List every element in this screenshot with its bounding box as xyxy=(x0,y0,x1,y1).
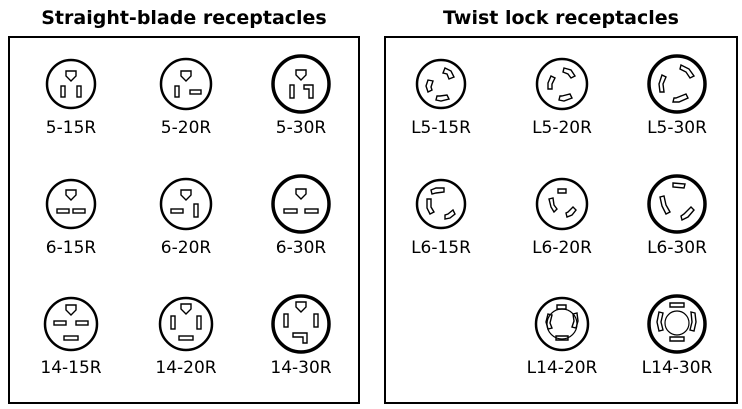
receptacle-l14-20r-icon xyxy=(534,296,590,352)
receptacle-label: 5-20R xyxy=(160,118,212,138)
receptacle-14-20r-icon xyxy=(158,296,214,352)
receptacle-label: 6-30R xyxy=(275,238,327,258)
receptacle-label: L6-15R xyxy=(411,238,471,258)
receptacle-label: 6-15R xyxy=(45,238,97,258)
receptacle-14-30r: 14-30R xyxy=(246,292,356,378)
receptacle-14-20r: 14-20R xyxy=(131,292,241,378)
receptacle-label: 14-30R xyxy=(270,358,332,378)
receptacle-label: 5-15R xyxy=(45,118,97,138)
receptacle-14-15r-icon xyxy=(43,296,99,352)
receptacle-14-30r-icon xyxy=(271,294,331,354)
receptacle-label: 5-30R xyxy=(275,118,327,138)
receptacle-l6-30r-icon xyxy=(647,174,707,234)
receptacle-label: 6-20R xyxy=(160,238,212,258)
receptacle-5-15r: 5-15R xyxy=(16,52,126,138)
receptacle-label: L5-30R xyxy=(647,118,707,138)
receptacle-l6-15r-icon xyxy=(415,178,467,230)
receptacle-l6-30r: L6-30R xyxy=(622,172,732,258)
receptacle-l5-15r: L5-15R xyxy=(386,52,496,138)
straight-blade-title: Straight-blade receptacles xyxy=(41,7,327,29)
receptacle-6-20r-icon xyxy=(159,177,213,231)
receptacle-l14-30r: L14-30R xyxy=(622,292,732,378)
receptacle-5-20r: 5-20R xyxy=(131,52,241,138)
receptacle-6-30r: 6-30R xyxy=(246,172,356,258)
receptacle-label: L5-20R xyxy=(532,118,592,138)
receptacle-label: 14-15R xyxy=(40,358,102,378)
receptacle-6-15r: 6-15R xyxy=(16,172,126,258)
straight-blade-panel: 5-15R 5-20R 5-30R 6-15R xyxy=(8,36,360,404)
receptacle-l5-20r: L5-20R xyxy=(507,52,617,138)
receptacle-l5-30r-icon xyxy=(647,54,707,114)
receptacle-label: L6-20R xyxy=(532,238,592,258)
receptacle-l14-20r: L14-20R xyxy=(507,292,617,378)
receptacle-l5-15r-icon xyxy=(415,58,467,110)
receptacle-l6-20r-icon xyxy=(535,177,589,231)
receptacle-14-15r: 14-15R xyxy=(16,292,126,378)
receptacle-6-20r: 6-20R xyxy=(131,172,241,258)
receptacle-l5-20r-icon xyxy=(535,57,589,111)
twist-lock-panel: L5-15R L5-20R L5-30R L6-15R xyxy=(384,36,738,404)
receptacle-label: L6-30R xyxy=(647,238,707,258)
receptacle-5-30r: 5-30R xyxy=(246,52,356,138)
receptacle-label: 14-20R xyxy=(155,358,217,378)
twist-lock-title: Twist lock receptacles xyxy=(443,7,679,29)
receptacle-5-30r-icon xyxy=(271,54,331,114)
receptacle-l6-20r: L6-20R xyxy=(507,172,617,258)
receptacle-5-20r-icon xyxy=(159,57,213,111)
receptacle-l5-30r: L5-30R xyxy=(622,52,732,138)
receptacle-6-15r-icon xyxy=(45,178,97,230)
receptacle-l6-15r: L6-15R xyxy=(386,172,496,258)
receptacle-l14-30r-icon xyxy=(647,294,707,354)
receptacle-6-30r-icon xyxy=(271,174,331,234)
receptacle-label: L14-30R xyxy=(641,358,713,378)
receptacle-5-15r-icon xyxy=(45,58,97,110)
receptacle-label: L5-15R xyxy=(411,118,471,138)
receptacle-label: L14-20R xyxy=(526,358,598,378)
